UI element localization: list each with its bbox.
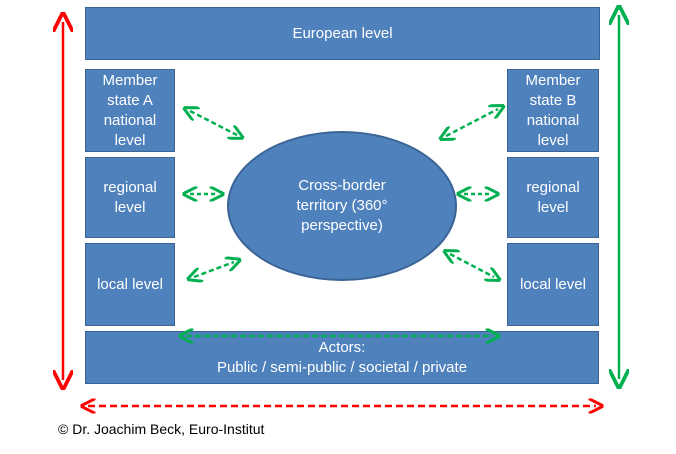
arrow-national-b-center <box>446 109 498 136</box>
member-state-b-regional-label: regional level <box>526 178 580 216</box>
member-state-a-national-label: Member state A national level <box>102 71 158 149</box>
member-state-a-local-box: local level <box>85 243 175 326</box>
member-state-a-national-box: Member state A national level <box>85 69 175 152</box>
actors-title: Actors: <box>318 338 366 356</box>
member-state-b-national-label: Member state B national level <box>525 71 581 149</box>
cross-border-territory-label: Cross-border territory (360° perspective… <box>296 177 388 234</box>
arrow-local-b-center <box>450 254 494 277</box>
european-level-box: European level <box>85 7 600 60</box>
arrow-national-a-center <box>190 111 237 135</box>
actors-list: Public / semi-public / societal / privat… <box>216 358 468 376</box>
member-state-a-regional-box: regional level <box>85 157 175 238</box>
member-state-b-regional-box: regional level <box>507 157 599 238</box>
member-state-b-local-label: local level <box>520 275 586 293</box>
member-state-b-national-box: Member state B national level <box>507 69 599 152</box>
member-state-b-local-box: local level <box>507 243 599 326</box>
member-state-a-local-label: local level <box>97 275 163 293</box>
member-state-a-regional-label: regional level <box>103 178 157 216</box>
arrow-local-a-center <box>194 262 234 277</box>
actors-box: Actors: Public / semi-public / societal … <box>85 331 599 384</box>
cross-border-territory-ellipse: Cross-border territory (360° perspective… <box>227 131 457 281</box>
european-level-label: European level <box>292 24 393 42</box>
copyright-text: © Dr. Joachim Beck, Euro-Institut <box>58 421 265 437</box>
